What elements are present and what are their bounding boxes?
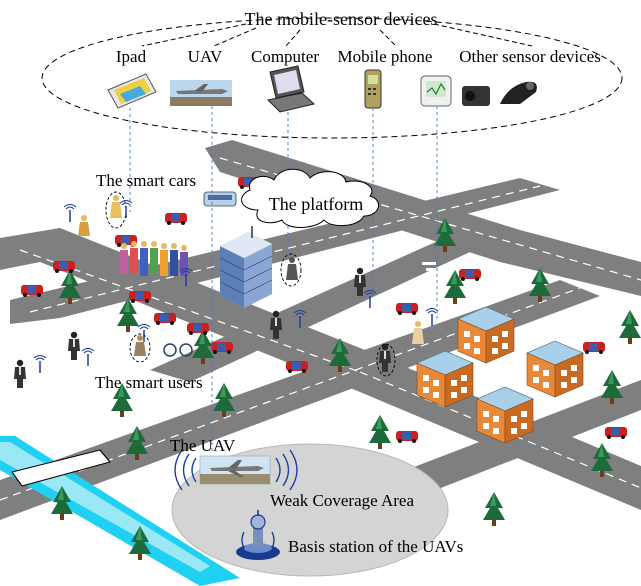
running-user-icon <box>78 215 90 236</box>
computer-icon <box>266 65 316 113</box>
woman-user-icon <box>412 321 424 344</box>
uav-signal-waves <box>174 449 298 491</box>
smart-user-icon <box>286 257 298 280</box>
platform-label: The platform <box>269 194 363 214</box>
uav-label: The UAV <box>170 436 236 455</box>
bus-icon <box>203 191 237 207</box>
device-label-uav: UAV <box>188 47 223 66</box>
other-sensors-icon <box>420 75 537 107</box>
base-station-icon <box>236 510 280 560</box>
bridge <box>11 449 111 487</box>
base-station-label: Basis station of the UAVs <box>288 537 463 556</box>
weak-coverage-label: Weak Coverage Area <box>270 491 414 510</box>
platform-cloud <box>241 168 379 228</box>
crowd-icon <box>120 241 188 276</box>
uav-aircraft-icon <box>199 455 271 485</box>
user-with-phone-icon <box>134 335 146 356</box>
mobile-phone-icon <box>364 69 382 109</box>
smart-cars-label: The smart cars <box>96 171 196 190</box>
devices-group-ellipse <box>41 17 623 139</box>
device-label-computer: Computer <box>251 47 319 66</box>
uav-icon <box>170 80 232 106</box>
devices-title: The mobile-sensor devices <box>245 9 438 29</box>
device-label-mobile-phone: Mobile phone <box>338 47 433 66</box>
office-building-icon <box>219 226 273 308</box>
ipad-icon <box>107 73 157 109</box>
smart-users <box>14 195 424 388</box>
device-label-ipad: Ipad <box>116 47 147 66</box>
wheelchair-icon <box>163 343 193 357</box>
smart-users-label: The smart users <box>95 373 203 392</box>
device-label-other-sensors: Other sensor devices <box>459 47 601 66</box>
title-connectors <box>141 23 533 47</box>
walking-user-icon <box>110 195 122 218</box>
